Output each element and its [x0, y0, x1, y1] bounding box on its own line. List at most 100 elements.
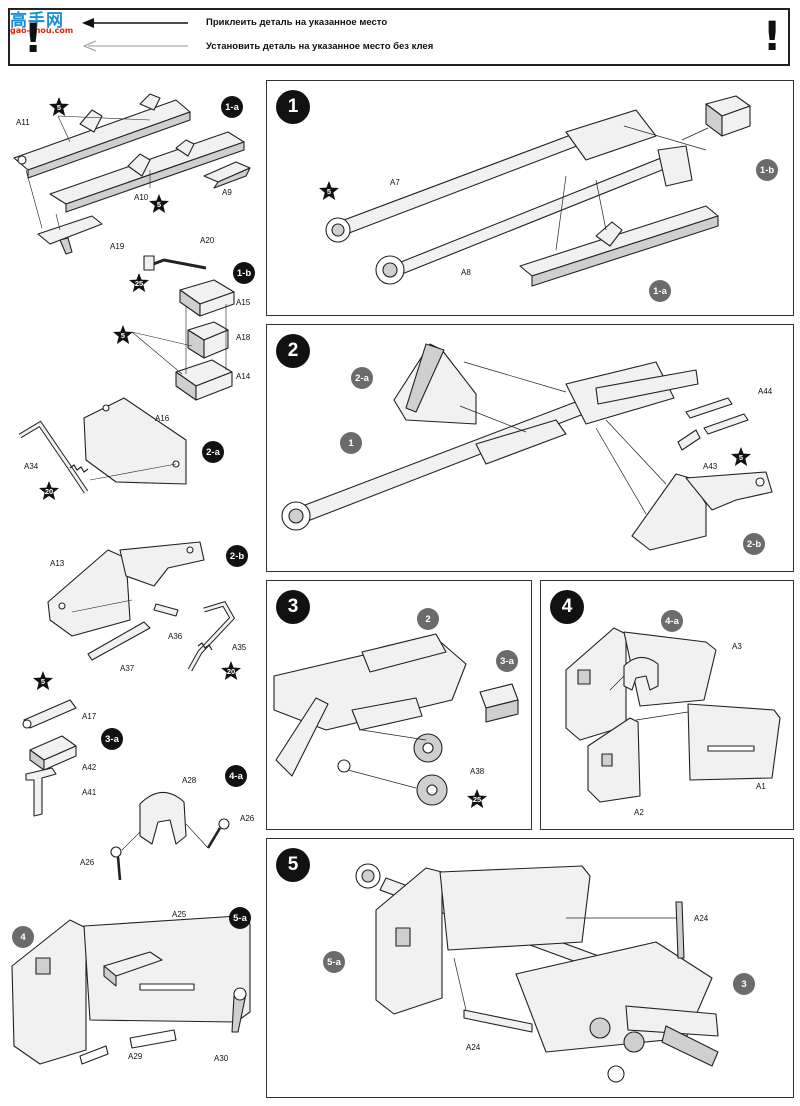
part-a9	[203, 161, 251, 189]
barrel-with-shield	[355, 863, 687, 1015]
label-a36: A36	[168, 632, 183, 641]
label-a19: A19	[110, 242, 125, 251]
warning-mark-left: !	[24, 16, 43, 62]
step-4-drawing	[565, 627, 781, 803]
part-a43-a44-pins	[677, 397, 749, 451]
svg-text:25: 25	[135, 279, 143, 288]
step-3-drawing	[273, 633, 519, 806]
label-a24-top: A24	[694, 914, 709, 923]
label-a9: A9	[222, 188, 232, 197]
subassembly-4a-callout: 4-a	[661, 610, 683, 632]
part-a18-block	[187, 321, 229, 359]
subassembly-3a-badge: 3-a	[101, 728, 123, 750]
label-a15: A15	[236, 298, 251, 307]
part-a8-barrel	[375, 145, 693, 285]
glue-star-icon: 5	[33, 671, 53, 690]
label-a11: A11	[16, 118, 30, 127]
part-a34-lever	[18, 420, 89, 494]
subassembly-5a-callout: 5-a	[323, 951, 345, 973]
part-a30-pin	[231, 987, 247, 1033]
part-2a-bracket	[393, 343, 477, 425]
subassembly-1a-callout: 1-a	[649, 280, 671, 302]
left-column-parts-drawing	[11, 93, 251, 1065]
step-3-badge: 3	[276, 590, 310, 624]
part-2b-bracket	[631, 471, 773, 551]
part-a24-pin-top	[675, 901, 685, 959]
step-5-drawing	[355, 863, 719, 1083]
subassembly-1b-badge: 1-b	[233, 262, 255, 284]
step-4-badge: 4	[550, 590, 584, 624]
barrel-assembly-1	[281, 361, 699, 531]
label-a18: A18	[236, 333, 251, 342]
label-a7: A7	[390, 178, 400, 187]
svg-text:25: 25	[473, 795, 481, 804]
part-a41-bracket	[25, 767, 57, 817]
label-a16: A16	[155, 414, 170, 423]
label-a14: A14	[236, 372, 251, 381]
warning-mark-right: !	[763, 14, 782, 60]
svg-text:5: 5	[41, 677, 45, 686]
part-a26-eyelet-left	[110, 846, 122, 881]
step-1-drawing	[325, 95, 751, 287]
reference-step-1-badge: 1	[340, 432, 362, 454]
label-a17: A17	[82, 712, 97, 721]
svg-text:5: 5	[157, 200, 161, 209]
noglue-arrowhead-icon	[82, 40, 97, 52]
label-a25: A25	[172, 910, 187, 919]
label-a26-left: A26	[80, 858, 95, 867]
svg-text:5: 5	[739, 453, 743, 462]
part-a19	[37, 215, 103, 255]
label-a20: A20	[200, 236, 215, 245]
subassembly-3a-callout: 3-a	[496, 650, 518, 672]
reference-step-2-badge: 2	[417, 608, 439, 630]
part-a36	[153, 603, 179, 617]
part-a38-handwheels	[413, 733, 448, 806]
carriage-assembly-3	[515, 941, 719, 1083]
subassembly-1b-callout: 1-b	[756, 159, 778, 181]
glue-star-icon: 20	[221, 661, 241, 680]
part-4a-flap	[623, 656, 659, 691]
part-a29-cylinders	[79, 1029, 177, 1065]
assembly-2-detail	[273, 633, 467, 777]
step-1-badge: 1	[276, 90, 310, 124]
label-a44: A44	[758, 387, 773, 396]
label-a24-bottom: A24	[466, 1043, 481, 1052]
glue-arrowhead-icon	[82, 18, 94, 28]
glue-star-icon: 25	[129, 273, 149, 292]
label-a30: A30	[214, 1054, 229, 1063]
svg-text:20: 20	[227, 667, 235, 676]
part-a11-rail	[13, 93, 191, 179]
site-brand-url: gao-shou.com	[10, 26, 74, 35]
label-a43: A43	[703, 462, 718, 471]
part-3a-assembly	[479, 683, 519, 723]
subassembly-2a-callout: 2-a	[351, 367, 373, 389]
label-a26-right: A26	[240, 814, 255, 823]
part-a28-flap	[139, 791, 187, 845]
legend-arrows	[82, 18, 188, 52]
part-a1-shield	[687, 703, 781, 781]
site-brand-logo: 高手网	[10, 11, 64, 31]
part-a16-plate	[83, 397, 187, 485]
step-2-drawing	[281, 343, 773, 551]
reference-step-4-badge: 4	[12, 926, 34, 948]
svg-text:5: 5	[327, 187, 331, 196]
legend-header	[8, 8, 790, 66]
label-a13: A13	[50, 559, 65, 568]
glue-star-icon: 5	[731, 447, 751, 466]
part-a25-box	[103, 951, 163, 987]
label-a28: A28	[182, 776, 197, 785]
glue-star-icon: 5	[49, 97, 69, 116]
part-a13-plate	[47, 541, 205, 637]
part-1a-assembly	[519, 205, 719, 287]
label-a8: A8	[461, 268, 471, 277]
label-a38: A38	[470, 767, 485, 776]
svg-text:5: 5	[57, 103, 61, 112]
subassembly-2b-badge: 2-b	[226, 545, 248, 567]
reference-step-3-badge: 3	[733, 973, 755, 995]
step-5-badge: 5	[276, 848, 310, 882]
label-a42: A42	[82, 763, 97, 772]
label-a10: A10	[134, 193, 149, 202]
part-a24-pin-bottom	[463, 1009, 533, 1033]
glue-star-icon: 5	[113, 325, 133, 344]
part-a17-pin	[22, 699, 77, 729]
